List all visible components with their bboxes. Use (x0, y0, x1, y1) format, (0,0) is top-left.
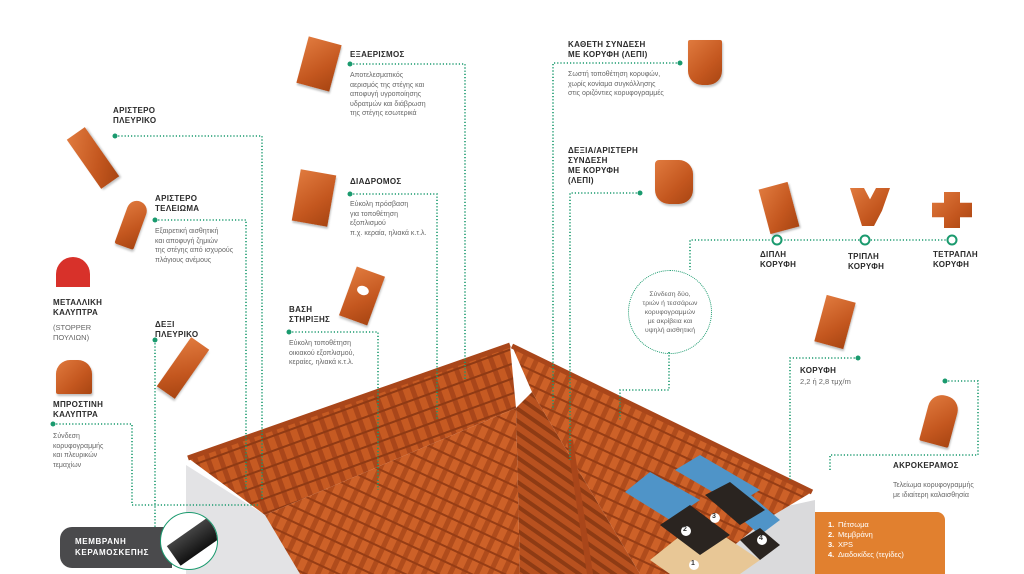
double-ridge-title: ΔΙΠΛΗ ΚΟΡΥΦΗ (760, 250, 797, 269)
legend-item: 3.XPS (828, 540, 904, 550)
legend-number: 1. (828, 520, 835, 529)
left-side-title: ΑΡΙΣΤΕΡΟ ΠΛΕΥΡΙΚΟ (113, 106, 157, 125)
support-base-title: ΒΑΣΗ ΣΤΗΡΙΞΗΣ (289, 305, 331, 324)
metal-cap-title: ΜΕΤΑΛΛΙΚΗ ΚΑΛΥΠΤΡΑ (53, 298, 103, 317)
marker-3: 3 (712, 513, 716, 520)
ridge-junction-circles (771, 234, 958, 246)
legend-item: 2.Μεμβράνη (828, 530, 904, 540)
ridge-junction-note-text: Σύνδεση δύο, τριών ή τεσσάρων κορυφογραμ… (642, 290, 698, 334)
right-side-title: ΔΕΞΙ ΠΛΕΥΡΙΚΟ (155, 320, 199, 339)
ridge-left (187, 342, 511, 461)
legend-number: 3. (828, 540, 835, 549)
legend-number: 4. (828, 550, 835, 559)
quad-ridge-title: ΤΕΤΡΑΠΛΗ ΚΟΡΥΦΗ (933, 250, 978, 269)
layer-markers (681, 513, 767, 570)
ridge-junction-note: Σύνδεση δύο, τριών ή τεσσάρων κορυφογραμ… (628, 270, 712, 354)
membrane-label: ΜΕΜΒΡΑΝΗ ΚΕΡΑΜΟΣΚΕΠΗΣ (75, 537, 149, 557)
marker-1: 1 (691, 560, 695, 567)
left-finish-title: ΑΡΙΣΤΕΡΟ ΤΕΛΕΙΩΜΑ (155, 194, 200, 213)
legend-number: 2. (828, 530, 835, 539)
legend-item: 1.Πέτσωμα (828, 520, 904, 530)
leader-dots (50, 60, 948, 427)
walkway-title: ΔΙΑΔΡΟΜΟΣ (350, 177, 402, 186)
triple-ridge-title: ΤΡΙΠΛΗ ΚΟΡΥΦΗ (848, 252, 885, 271)
ridge-right (510, 343, 814, 495)
ventilation-title: ΕΞΑΕΡΙΣΜΟΣ (350, 50, 405, 59)
legend-label: Πέτσωμα (838, 520, 869, 529)
marker-4: 4 (759, 535, 763, 542)
end-tile-title: ΑΚΡΟΚΕΡΑΜΟΣ (893, 461, 959, 470)
legend-label: Διαδοκίδες (τεγίδες) (838, 550, 904, 559)
vertical-ridge-title: ΚΑΘΕΤΗ ΣΥΝΔΕΣΗ ΜΕ ΚΟΡΥΦΗ (ΛΕΠΙ) (568, 40, 648, 59)
ridge-desc: 2,2 ή 2,8 τμχ/m (800, 377, 851, 386)
roof-front-face (265, 408, 520, 574)
ridge-title: ΚΟΡΥΦΗ (800, 366, 837, 375)
front-cap-title: ΜΠΡΟΣΤΙΝΗ ΚΑΛΥΠΤΡΑ (53, 400, 104, 419)
end-tile-desc: Τελείωμα κορυφογραμμής με ιδιαίτερη καλα… (893, 482, 974, 499)
vertical-ridge-desc: Σωστή τοποθέτηση κορυφών, χωρίς κονίαμα … (568, 71, 664, 97)
ventilation-desc: Αποτελεσματικός αερισμός της στέγης και … (350, 72, 426, 117)
membrane-label-box: ΜΕΜΒΡΑΝΗ ΚΕΡΑΜΟΣΚΕΠΗΣ (60, 527, 172, 568)
support-base-desc: Εύκολη τοποθέτηση οικιακού εξοπλισμού, κ… (289, 340, 355, 366)
legend-label: XPS (838, 540, 854, 549)
side-ridge-tile-image (655, 160, 693, 204)
valley-ridge (567, 439, 593, 574)
legend-label: Μεμβράνη (838, 530, 873, 539)
metal-cap-icon (56, 257, 90, 287)
walkway-desc: Εύκολη πρόσβαση για τοποθέτηση εξοπλισμο… (350, 201, 427, 237)
side-ridge-title: ΔΕΞΙΑ/ΑΡΙΣΤΕΡΗ ΣΥΝΔΕΣΗ ΜΕ ΚΟΡΥΦΗ (ΛΕΠΙ) (568, 146, 639, 185)
legend-item: 4.Διαδοκίδες (τεγίδες) (828, 550, 904, 560)
leader-lines (53, 62, 979, 560)
layers-legend: 1.Πέτσωμα 2.Μεμβράνη 3.XPS 4.Διαδοκίδες … (815, 512, 945, 574)
membrane-roll-image (160, 512, 218, 570)
front-cap-desc: Σύνδεση κορυφογραμμής και πλευρικών τεμα… (53, 433, 104, 469)
marker-2: 2 (683, 526, 687, 533)
roof-left-slope (188, 345, 516, 515)
metal-cap-desc: (STOPPER ΠΟΥΛΙΩΝ) (53, 323, 92, 342)
left-finish-desc: Εξαιρετική αισθητική και αποφυγή ζημιών … (155, 228, 234, 264)
vertical-ridge-tile-image (688, 40, 722, 85)
front-cap-tile-image (56, 360, 92, 394)
